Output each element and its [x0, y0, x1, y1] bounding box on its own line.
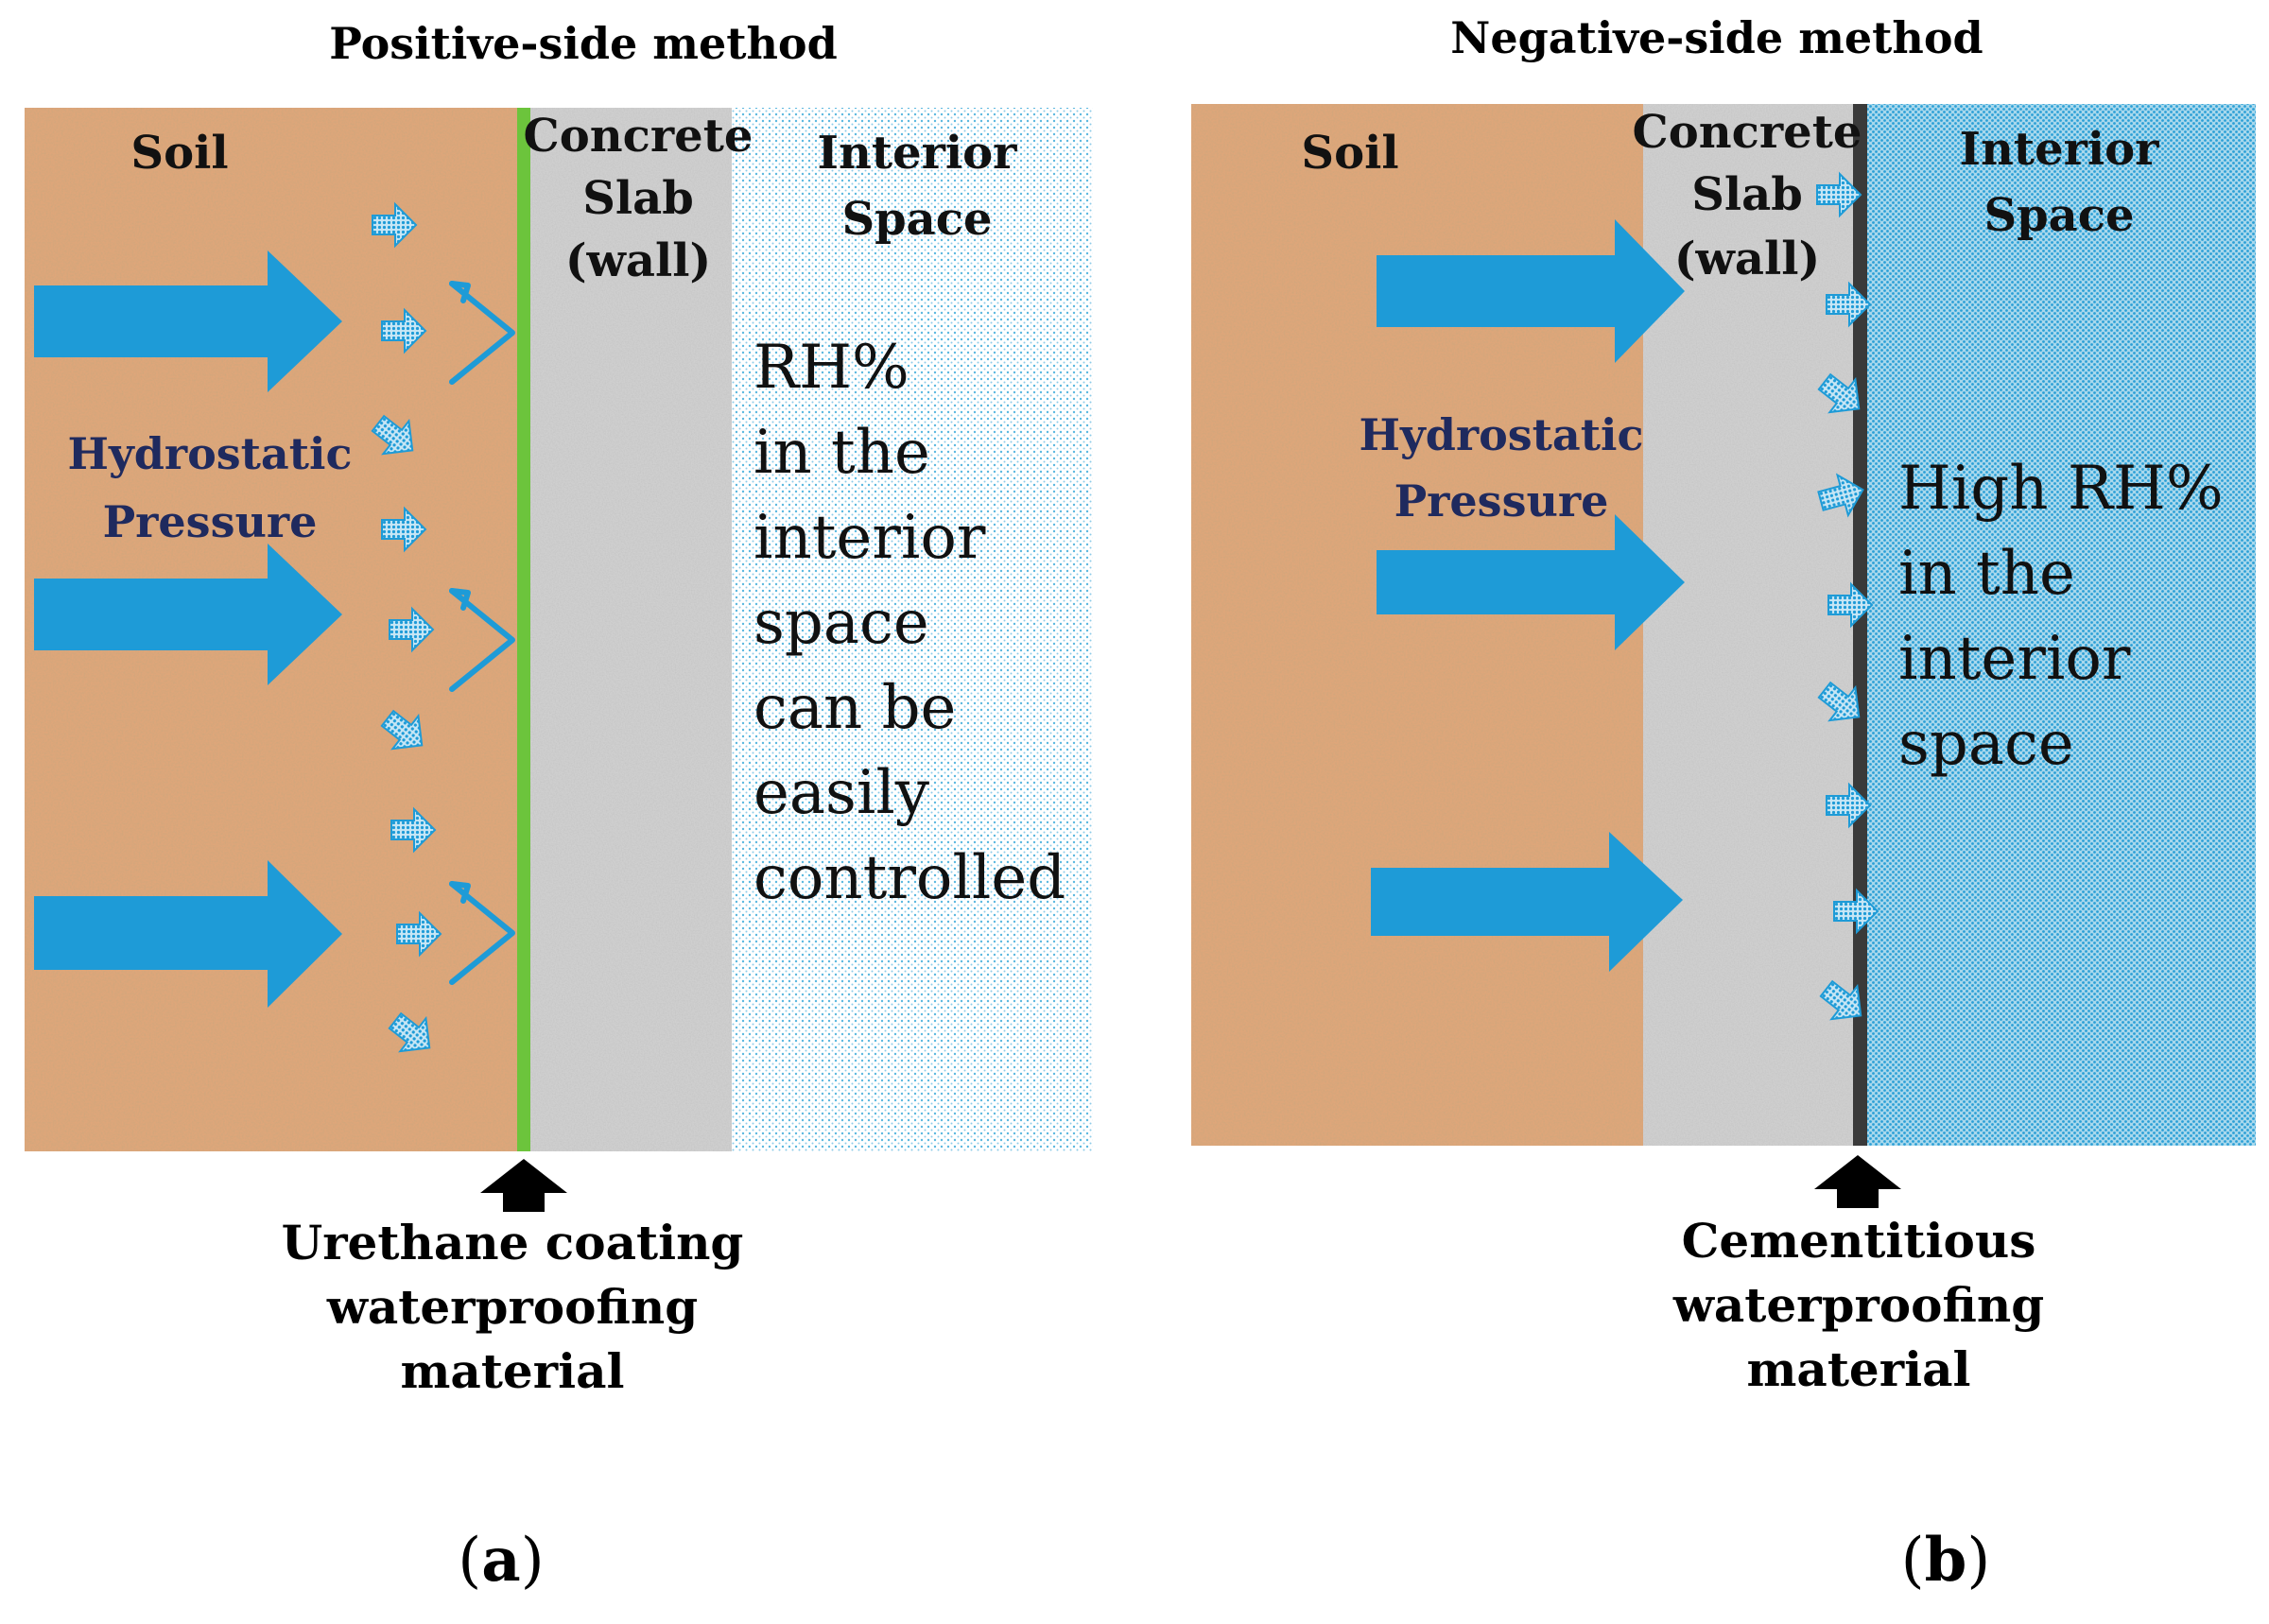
water-arrow: [1817, 681, 1861, 722]
water-arrow: [372, 201, 418, 249]
water-arrow: [388, 1011, 431, 1053]
svg-text:(wall): (wall): [1674, 233, 1820, 285]
concrete-slab-b: [1643, 104, 1853, 1146]
membrane-pointer-arrow-a: [480, 1159, 567, 1212]
svg-text:Slab: Slab: [582, 172, 694, 225]
hydrostatic-arrows-a: [34, 251, 342, 1008]
concrete-label-b: Concrete Slab (wall): [1633, 106, 1862, 285]
hydrostatic-pressure-label-a: Hydrostatic Pressure: [68, 428, 353, 547]
water-arrow: [1817, 473, 1864, 518]
water-seepage-arrows-b: [1816, 171, 1879, 1021]
svg-text:material: material: [1747, 1341, 1971, 1397]
interior-label-b: Interior Space: [1960, 123, 2160, 242]
water-arrow: [380, 709, 424, 751]
svg-text:Space: Space: [841, 193, 992, 246]
svg-text:Concrete: Concrete: [1633, 106, 1862, 159]
hydrostatic-arrow: [34, 860, 342, 1008]
water-seepage-arrows-a: [371, 201, 442, 1053]
deflection-chevron: [449, 281, 515, 385]
svg-text:interior: interior: [753, 503, 986, 573]
svg-text:Interior: Interior: [1960, 123, 2160, 176]
svg-text:Slab: Slab: [1691, 168, 1803, 221]
deflection-chevron: [449, 881, 515, 985]
water-arrow: [1827, 581, 1874, 629]
svg-text:Interior: Interior: [818, 127, 1018, 180]
svg-text:waterproofing: waterproofing: [1672, 1277, 2044, 1333]
panel-b-title: Negative-side method: [1450, 12, 1983, 63]
membrane-pointer-arrow-b: [1814, 1155, 1901, 1208]
cementitious-membrane: [1853, 104, 1867, 1146]
deflection-chevrons-a: [449, 281, 515, 985]
water-arrow: [1833, 888, 1879, 935]
water-arrow: [1819, 979, 1862, 1021]
high-rh-text: High RH% in the interior space: [1898, 454, 2224, 779]
interior-label-a: Interior Space: [818, 127, 1018, 246]
hydrostatic-pressure-label-b: Hydrostatic Pressure: [1360, 409, 1644, 527]
svg-text:Space: Space: [1983, 189, 2134, 242]
interior-space-b: [1866, 104, 2256, 1146]
urethane-material-caption: Urethane coating waterproofing material: [282, 1215, 744, 1399]
water-arrow: [381, 307, 427, 354]
cementitious-material-caption: Cementitious waterproofing material: [1672, 1213, 2044, 1397]
svg-text:Hydrostatic: Hydrostatic: [68, 428, 353, 479]
svg-text:waterproofing: waterproofing: [326, 1279, 698, 1335]
soil-label-b: Soil: [1301, 127, 1398, 180]
rh-controlled-text: RH% in the interior space can be easily …: [753, 333, 1065, 913]
hydrostatic-arrow: [34, 544, 342, 685]
water-arrow: [389, 606, 435, 653]
interior-space-a: [732, 108, 1093, 1151]
svg-text:can be: can be: [753, 673, 956, 743]
svg-text:interior: interior: [1898, 624, 2131, 694]
water-arrow: [396, 910, 442, 958]
hydrostatic-arrows-b: [1371, 219, 1685, 972]
svg-text:controlled: controlled: [753, 843, 1065, 913]
svg-text:Pressure: Pressure: [103, 496, 318, 547]
panel-b: Negative-side method Soil: [1191, 12, 2256, 1596]
panel-a-title: Positive-side method: [329, 18, 838, 69]
water-arrow: [1816, 171, 1862, 218]
panel-b-label: (b): [1901, 1525, 1991, 1596]
svg-text:High RH%: High RH%: [1898, 454, 2224, 524]
svg-text:material: material: [401, 1343, 625, 1399]
hydrostatic-arrow: [34, 251, 342, 392]
svg-text:Concrete: Concrete: [524, 110, 753, 163]
water-arrow: [1826, 281, 1872, 328]
svg-text:Pressure: Pressure: [1394, 475, 1609, 527]
water-arrow: [371, 414, 414, 456]
svg-text:Urethane coating: Urethane coating: [282, 1215, 744, 1270]
soil-label-a: Soil: [130, 127, 228, 180]
svg-text:space: space: [1898, 709, 2074, 779]
water-arrow: [390, 806, 437, 854]
deflection-chevron: [449, 588, 515, 692]
panel-a: Positive-side method: [25, 18, 1093, 1596]
panel-a-label: (a): [458, 1525, 544, 1596]
svg-text:in the: in the: [1898, 539, 2075, 609]
hydrostatic-arrow: [1377, 219, 1685, 363]
svg-text:Cementitious: Cementitious: [1682, 1213, 2036, 1269]
urethane-membrane: [517, 108, 530, 1151]
svg-text:RH%: RH%: [753, 333, 909, 403]
water-arrow: [381, 506, 427, 553]
hydrostatic-arrow: [1371, 832, 1683, 972]
concrete-slab-a: [529, 108, 732, 1151]
svg-text:(wall): (wall): [565, 234, 711, 287]
svg-text:space: space: [753, 588, 929, 658]
svg-text:in the: in the: [753, 418, 930, 488]
svg-text:Hydrostatic: Hydrostatic: [1360, 409, 1644, 460]
concrete-label-a: Concrete Slab (wall): [524, 110, 753, 287]
svg-text:easily: easily: [753, 758, 929, 828]
water-arrow: [1826, 782, 1872, 829]
hydrostatic-arrow: [1377, 514, 1685, 650]
water-arrow: [1817, 372, 1861, 414]
